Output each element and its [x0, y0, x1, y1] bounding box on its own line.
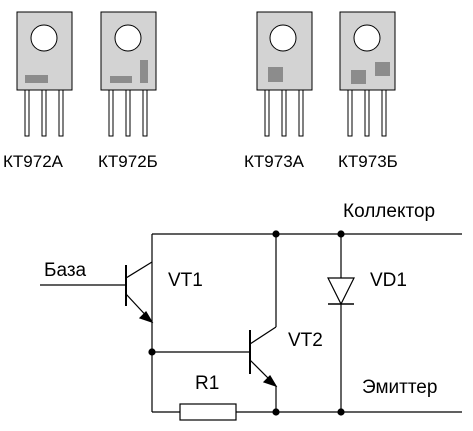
marking-square — [375, 62, 390, 76]
r1-resistor — [179, 403, 237, 421]
vt1-label: VT1 — [168, 270, 203, 291]
marking-bar — [25, 75, 48, 83]
vt2-emitter-arrow — [262, 375, 278, 388]
junction-dot — [272, 230, 280, 238]
junction-dot — [337, 408, 345, 416]
lead — [347, 89, 353, 137]
package-kt972b: КТ972Б — [98, 11, 158, 171]
vt2-label: VT2 — [288, 330, 323, 351]
mounting-hole — [114, 24, 142, 52]
vt1-collector-leg — [125, 261, 153, 279]
vt1-emitter-arrow — [138, 311, 154, 324]
lead — [142, 89, 148, 137]
package-kt973b: КТ973Б — [338, 11, 398, 171]
lead — [298, 89, 304, 137]
lead — [24, 89, 30, 137]
collector-label: Коллектор — [343, 201, 435, 222]
package-kt972a: КТ972А — [3, 11, 73, 171]
schematic — [40, 230, 462, 421]
emitter-label: Эмиттер — [362, 377, 437, 398]
lead — [264, 89, 270, 137]
junction-dot — [272, 408, 280, 416]
lead — [108, 89, 114, 137]
package-label: КТ972А — [3, 152, 64, 171]
junction-dot — [148, 348, 156, 356]
junction-dot — [337, 230, 345, 238]
mounting-hole — [353, 24, 381, 52]
vt2-collector-leg — [249, 326, 277, 345]
package-label: КТ972Б — [98, 152, 158, 171]
marking-vertical — [140, 60, 148, 83]
vd1-triangle — [327, 277, 355, 306]
mounting-hole — [30, 24, 58, 52]
lead — [58, 89, 64, 137]
mounting-hole — [269, 24, 297, 52]
r1-label: R1 — [195, 373, 219, 394]
lead — [364, 89, 370, 137]
lead — [41, 89, 47, 137]
package-label: КТ973Б — [338, 152, 398, 171]
lead — [381, 89, 387, 137]
marking-square — [268, 67, 283, 82]
vd1-label: VD1 — [370, 270, 407, 291]
lead — [281, 89, 287, 137]
package-label: КТ973А — [244, 152, 305, 171]
lead — [125, 89, 131, 137]
package-kt973a: КТ973А — [244, 11, 313, 171]
base-label: База — [44, 260, 87, 281]
marking-bar — [110, 76, 132, 83]
marking-square — [351, 70, 366, 84]
